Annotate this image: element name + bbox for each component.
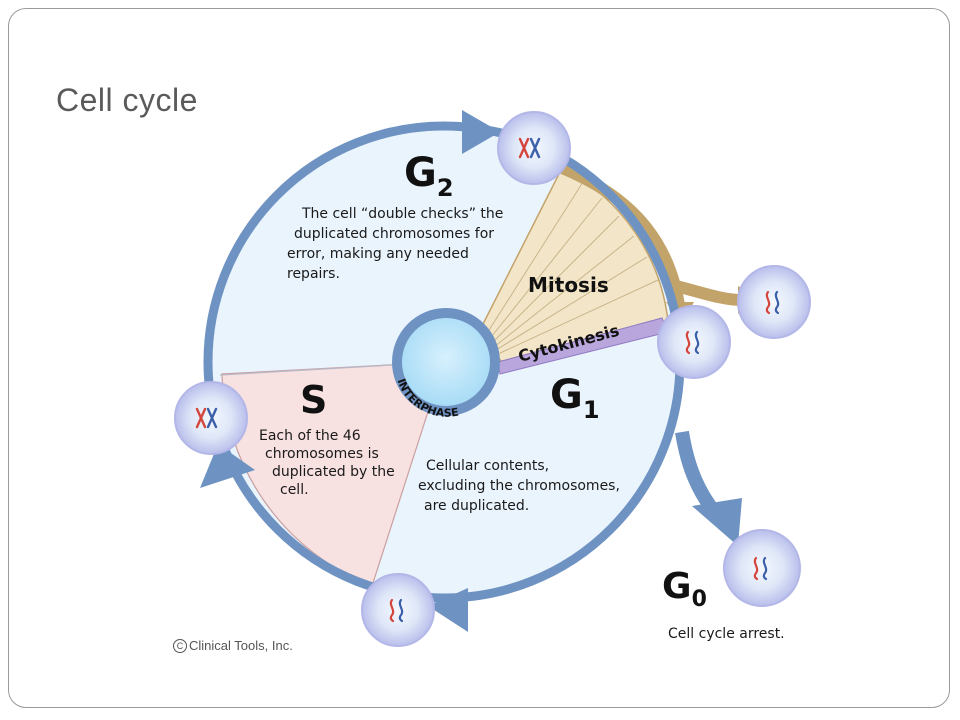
mitosis-label: Mitosis bbox=[528, 273, 609, 297]
cell-daughter-right bbox=[737, 265, 811, 339]
g1-description: Cellular contents, excluding the chromos… bbox=[418, 458, 624, 514]
s-description: Each of the 46 chromosomes is duplicated… bbox=[259, 428, 399, 498]
s-label: S bbox=[300, 378, 327, 422]
chromosome-icon bbox=[753, 556, 768, 581]
chromosome-icon bbox=[765, 290, 780, 315]
g1-label: G1 bbox=[550, 372, 600, 424]
chromosome-icon bbox=[518, 137, 541, 159]
interphase-hub-inner bbox=[402, 318, 490, 406]
g0-description: Cell cycle arrest. bbox=[668, 626, 785, 642]
cell-daughter-left bbox=[657, 305, 731, 379]
g0-arrowhead bbox=[692, 498, 742, 546]
g0-label: G0 bbox=[662, 566, 707, 612]
g2-description: The cell “double checks” the duplicated … bbox=[287, 206, 508, 282]
slide-title: Cell cycle bbox=[56, 82, 198, 118]
cell-g2 bbox=[497, 111, 571, 185]
chromosome-icon bbox=[389, 598, 404, 623]
chromosome-icon bbox=[685, 330, 700, 355]
g1-arrowhead bbox=[428, 588, 468, 632]
cell-s bbox=[174, 381, 248, 455]
copyright-icon: C bbox=[173, 639, 187, 653]
g2-arrowhead bbox=[462, 110, 500, 154]
cell-g0 bbox=[723, 529, 801, 607]
copyright-text: Clinical Tools, Inc. bbox=[189, 638, 293, 653]
cell-g1-bottom bbox=[361, 573, 435, 647]
daughter-cell-arrow bbox=[674, 280, 743, 306]
g2-label: G2 bbox=[404, 150, 454, 202]
chromosome-icon bbox=[195, 407, 218, 429]
s-arrowhead bbox=[200, 444, 255, 488]
g0-arrow bbox=[675, 430, 722, 519]
